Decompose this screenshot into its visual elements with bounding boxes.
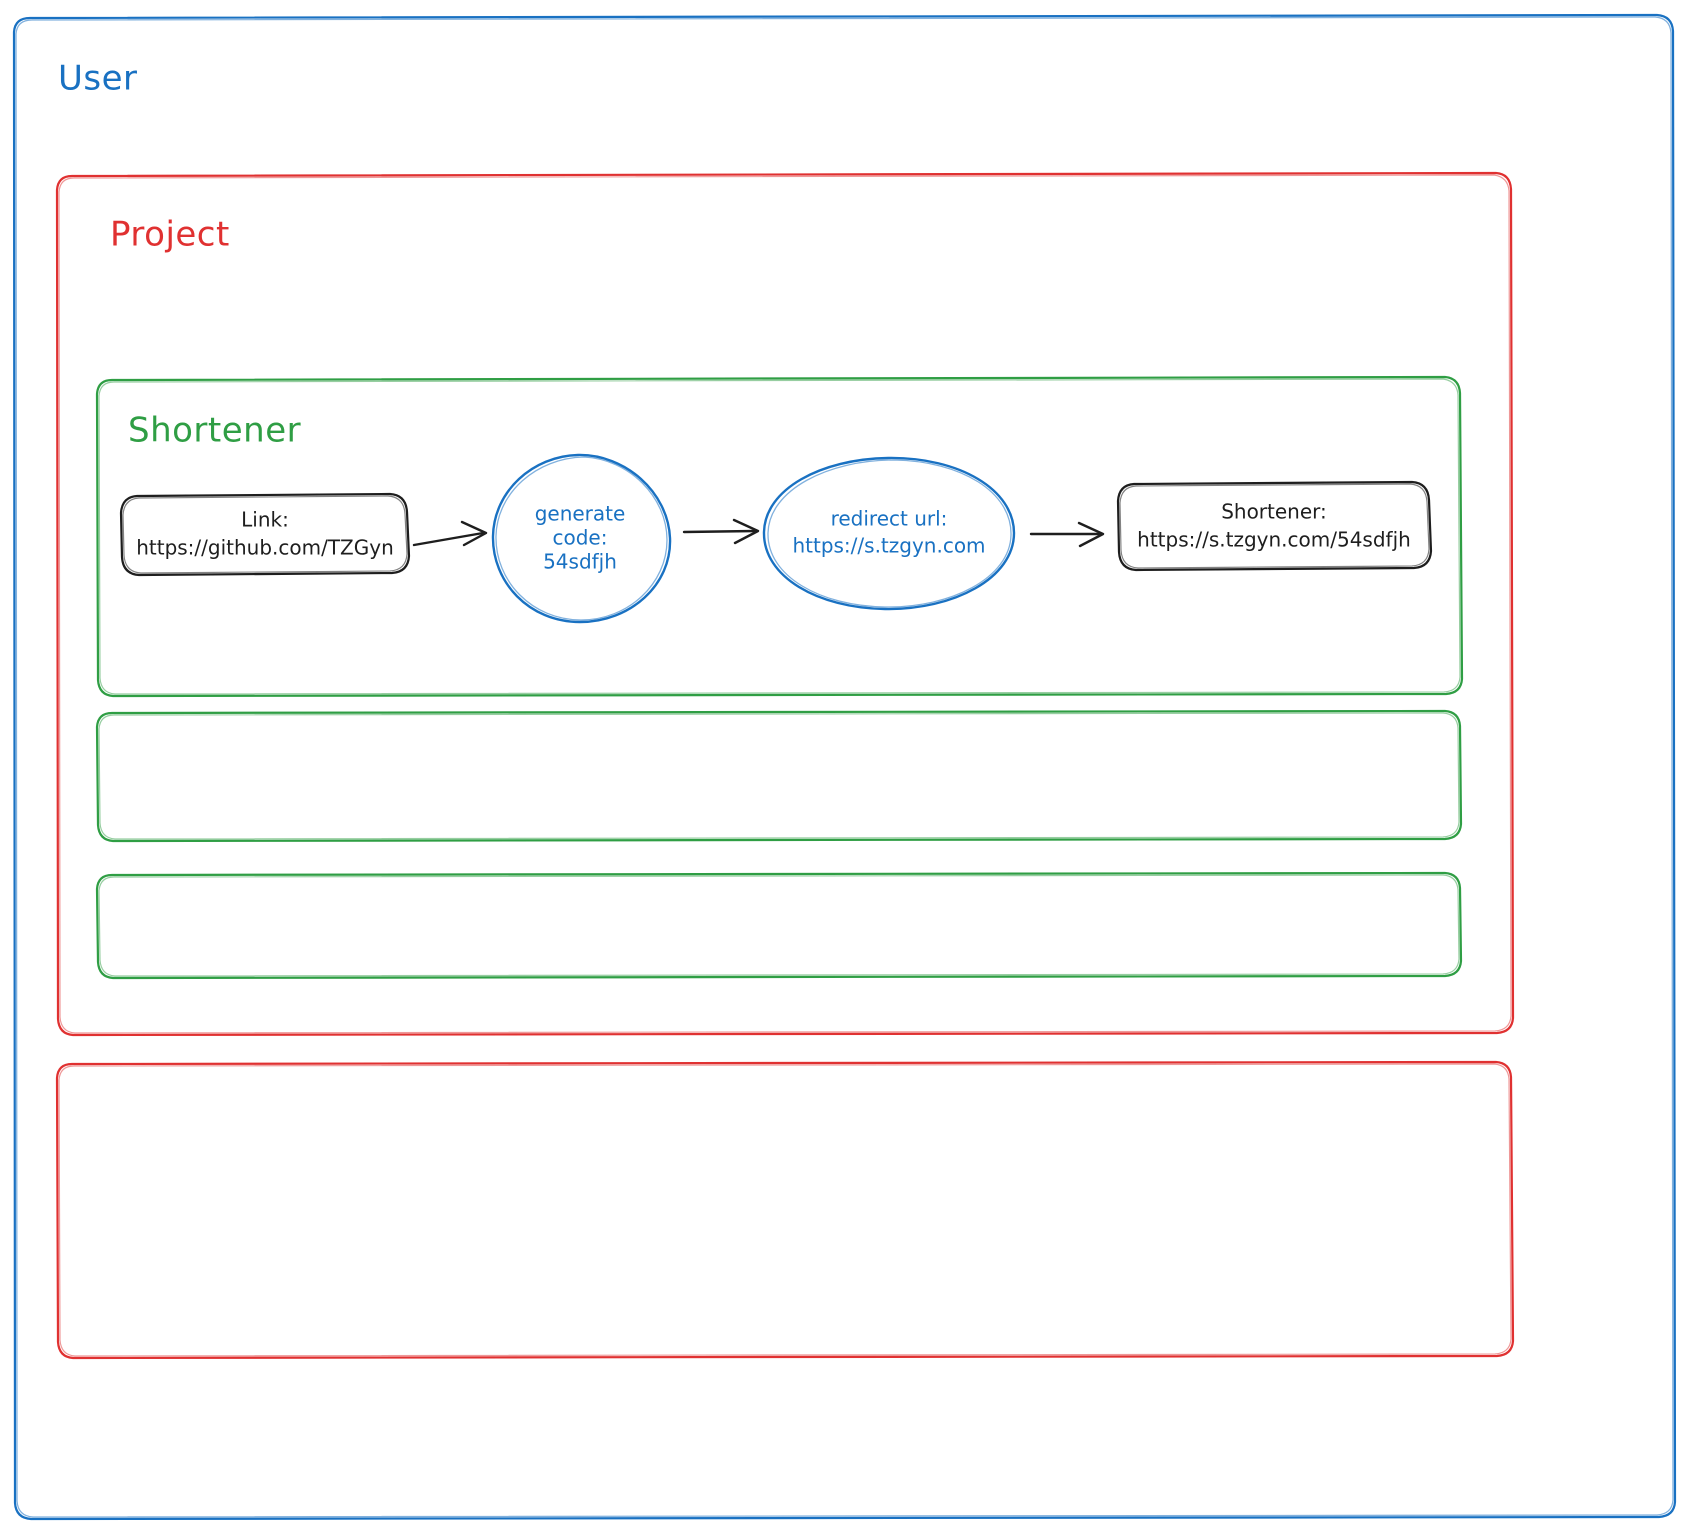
node-shortener-line-2: https://s.tzgyn.com/54sdfjh [1137, 528, 1411, 552]
arrow-1-head [460, 520, 488, 547]
node-redirect-url[interactable]: redirect url: https://s.tzgyn.com [762, 456, 1016, 611]
node-redirect-url-border[interactable] [762, 456, 1016, 611]
frame-empty-group-3[interactable] [95, 871, 1463, 980]
frame-project-border[interactable] [55, 171, 1515, 1037]
frame-empty-group-3-border[interactable] [95, 871, 1463, 980]
node-shortener-line-1: Shortener: [1221, 500, 1327, 524]
frame-project-border-2 [58, 174, 1512, 1034]
node-generate-code-line-1: generate [535, 502, 626, 526]
node-shortener[interactable]: Shortener: https://s.tzgyn.com/54sdfjh [1116, 480, 1433, 572]
node-link-border-2 [122, 495, 408, 574]
frame-shortener-group[interactable]: Shortener [95, 375, 1464, 698]
frame-empty-group-2-border-2 [98, 712, 1460, 840]
frame-user-border-2 [15, 16, 1674, 1518]
frame-project-title: Project [110, 215, 230, 255]
node-redirect-url-line-1: redirect url: [831, 507, 948, 531]
frame-empty-project-2-border-2 [58, 1063, 1512, 1357]
node-generate-code-line-2: code: [553, 526, 608, 550]
frame-user-title: User [58, 59, 138, 99]
node-link-line-2: https://github.com/TZGyn [136, 536, 394, 560]
node-shortener-border-2 [1119, 483, 1430, 569]
node-redirect-url-border-2 [767, 459, 1012, 608]
frame-project[interactable]: Project [55, 171, 1515, 1037]
frame-empty-project-2[interactable] [55, 1060, 1515, 1360]
arrow-link-to-generate[interactable] [412, 520, 488, 547]
node-generate-code-border-2 [495, 456, 668, 621]
frame-empty-project-2-border[interactable] [55, 1060, 1515, 1360]
arrow-generate-to-redirect[interactable] [682, 518, 760, 545]
frame-empty-group-3-border-2 [98, 874, 1460, 977]
node-shortener-border[interactable] [1116, 480, 1433, 572]
frame-empty-group-2[interactable] [95, 709, 1463, 843]
frame-user[interactable] [12, 13, 1677, 1521]
frame-empty-group-2-border[interactable] [95, 709, 1463, 843]
frame-shortener-border-2 [98, 378, 1461, 695]
node-generate-code-line-3: 54sdfjh [543, 550, 617, 574]
arrow-1-shaft [412, 531, 485, 547]
node-link-line-1: Link: [241, 508, 289, 532]
frame-user-border[interactable] [12, 13, 1677, 1521]
node-generate-code[interactable]: generate code: 54sdfjh [491, 453, 672, 624]
frame-shortener-border[interactable] [95, 375, 1464, 698]
frame-shortener-title: Shortener [128, 411, 301, 451]
node-link-border[interactable] [119, 492, 411, 577]
arrow-2-head [732, 518, 760, 545]
arrow-redirect-to-shortener[interactable] [1029, 521, 1105, 548]
arrow-2-shaft [682, 529, 757, 534]
node-redirect-url-line-2: https://s.tzgyn.com [792, 534, 985, 558]
node-link[interactable]: Link: https://github.com/TZGyn [119, 492, 411, 577]
node-generate-code-border[interactable] [491, 453, 672, 624]
arrow-3-head [1077, 521, 1105, 548]
